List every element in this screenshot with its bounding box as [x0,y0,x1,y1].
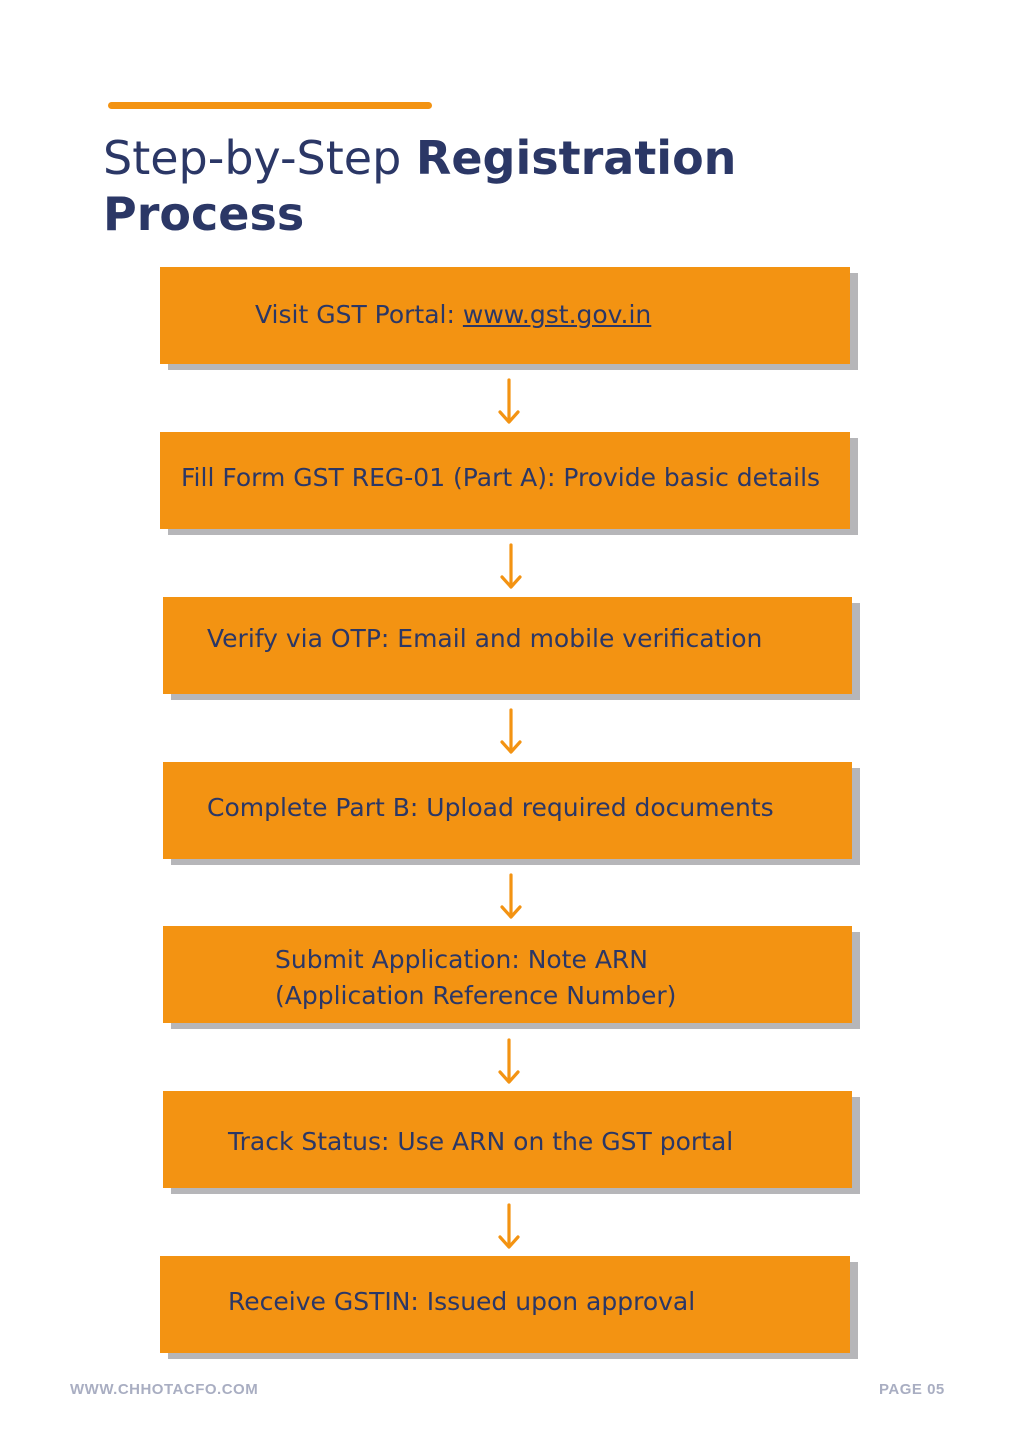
arrow-down-icon [500,543,522,589]
arrow-down-icon [500,873,522,919]
step-label: Fill Form GST REG-01 (Part A): [181,463,564,492]
step-box-5: Submit Application: Note ARN (Application… [163,926,852,1023]
step-label: Complete Part B: [207,793,427,822]
arrow-down-icon [498,378,520,424]
step-label: Receive GSTIN: [228,1287,427,1316]
arrow-down-icon [500,708,522,754]
step-value-line2: (Application Reference Number) [275,981,677,1010]
title-bold-part: Registration [415,131,737,185]
step-label: Visit GST Portal: [255,300,463,329]
step-label: Submit Application: [275,945,528,974]
step-text-7: Receive GSTIN: Issued upon approval [228,1284,695,1320]
step-text-2: Fill Form GST REG-01 (Part A): Provide b… [181,460,820,496]
arrow-down-icon [498,1038,520,1084]
step-text-5: Submit Application: Note ARN (Application… [275,942,676,1014]
step-box-1: Visit GST Portal: www.gst.gov.in [160,267,850,364]
step-value: Email and mobile verification [397,624,763,653]
step-box-6: Track Status: Use ARN on the GST portal [163,1091,852,1188]
step-label: Track Status: [228,1127,398,1156]
step-label: Verify via OTP: [207,624,398,653]
step-text-4: Complete Part B: Upload required documen… [207,790,774,826]
step-box-4: Complete Part B: Upload required documen… [163,762,852,859]
step-value: Use ARN on the GST portal [397,1127,734,1156]
step-value: Note ARN [527,945,648,974]
step-text-1: Visit GST Portal: www.gst.gov.in [255,297,651,333]
step-value: Provide basic details [563,463,821,492]
title-accent-bar [108,102,432,109]
gst-portal-link[interactable]: www.gst.gov.in [462,300,652,329]
footer-page-number: PAGE 05 [879,1381,945,1398]
footer-website: WWW.CHHOTACFO.COM [70,1381,259,1398]
step-box-7: Receive GSTIN: Issued upon approval [160,1256,850,1353]
arrow-down-icon [498,1203,520,1249]
step-text-6: Track Status: Use ARN on the GST portal [228,1124,733,1160]
step-value: Upload required documents [426,793,774,822]
step-value: Issued upon approval [426,1287,696,1316]
step-box-3: Verify via OTP: Email and mobile verific… [163,597,852,694]
title-light-part: Step-by-Step [103,131,416,185]
step-box-2: Fill Form GST REG-01 (Part A): Provide b… [160,432,850,529]
step-text-3: Verify via OTP: Email and mobile verific… [207,621,762,657]
title-bold-part-line2: Process [103,187,305,241]
